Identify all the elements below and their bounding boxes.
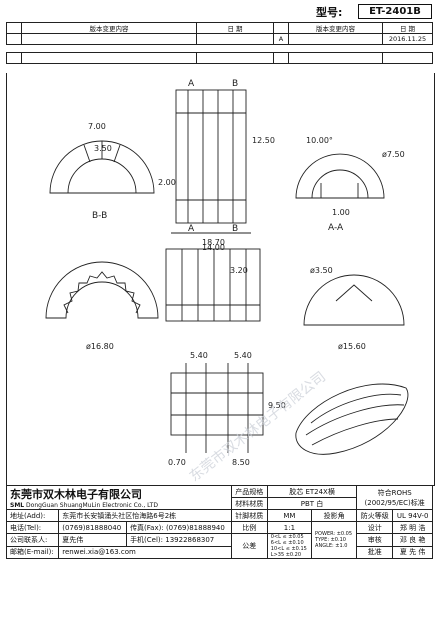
iso-view <box>295 383 409 455</box>
addr-label: 地址(Add): <box>5 509 60 522</box>
watermark: 东莞市双木林电子有限公司 <box>186 368 329 485</box>
scale-label: 比例 <box>230 521 268 534</box>
logo-text: SML <box>10 502 25 509</box>
rohs2: (2002/95/EC)标准 <box>364 498 425 507</box>
review-value: 邓 良 艳 <box>392 533 433 547</box>
rev-col-date2: 日 期 <box>382 22 433 34</box>
revision-table: 版本变更内容 日 期 版本变更内容 日 期 A 2016.11.25 <box>6 22 433 45</box>
model-value: ET-2401B <box>358 4 432 19</box>
product-label: 产品规格 <box>230 485 268 498</box>
approve-value: 夏 先 伟 <box>392 545 433 559</box>
rohs1: 符合ROHS <box>377 488 412 497</box>
dim-850: 8.50 <box>232 458 250 467</box>
unit-label: 针脚材质 <box>230 509 268 522</box>
dim-100: 1.00 <box>332 208 350 217</box>
label-a2: A <box>188 224 195 234</box>
rev-col-content2: 版本变更内容 <box>288 22 383 34</box>
dim-750: ø7.50 <box>382 150 405 159</box>
dim-070: 0.70 <box>168 458 186 467</box>
label-b1: B <box>232 79 238 89</box>
label-bb: B-B <box>92 211 107 221</box>
rev-date-value: 2016.11.25 <box>382 33 433 45</box>
gear-ring <box>45 261 159 319</box>
dim-700: 7.00 <box>88 122 106 131</box>
fire-label: 防火等级 <box>356 509 394 522</box>
dim-1680: ø16.80 <box>86 342 114 351</box>
mid-right-ring <box>303 274 405 326</box>
view-aa-ring <box>295 153 385 199</box>
fax-label: 传真(Fax): <box>130 523 164 532</box>
fax-block: 传真(Fax): (0769)81888940 <box>126 521 232 534</box>
mobile-label: 手机(Cel): <box>130 535 164 544</box>
dim-1870: 18.70 <box>202 238 225 247</box>
bottom-view-frame <box>170 372 264 436</box>
contact-value: 夏先伟 <box>58 533 128 547</box>
dim-1250: 12.50 <box>252 136 275 145</box>
label-b2: B <box>232 224 238 234</box>
scale-value: 1:1 <box>266 521 313 534</box>
dim-1000: 10.00° <box>306 136 333 145</box>
company-en: DongGuan ShuangMuLin Electronic Co., LTD <box>26 502 158 509</box>
approve-label: 批准 <box>356 545 394 559</box>
model-header: 型号: ET-2401B <box>316 4 433 19</box>
dim-320: 3.20 <box>230 266 248 275</box>
company-block: 东莞市双木林电子有限公司 SML DongGuan ShuangMuLin El… <box>6 485 232 510</box>
side-view-frame <box>175 89 247 224</box>
dim-1400: 14.00 <box>202 243 225 252</box>
dim-350b: ø3.50 <box>310 266 333 275</box>
material-label: 材料材质 <box>230 497 268 510</box>
technical-drawing: B-B A-A A A B B 7.00 3.50 12.50 2.00 18.… <box>45 79 409 485</box>
dim-1560: ø15.60 <box>338 342 366 351</box>
dim-200: 2.00 <box>158 178 176 187</box>
fax-value: (0769)81888940 <box>165 523 225 532</box>
dim-540a: 5.40 <box>190 351 208 360</box>
mid-view-frame <box>165 248 261 322</box>
mobile-value: 13922868307 <box>165 535 215 544</box>
email-label: 邮箱(E-mail): <box>5 545 60 559</box>
rev-col-content: 版本变更内容 <box>21 22 197 34</box>
product-value: 胶芯 ET24X横 <box>266 485 358 498</box>
addr-value: 东莞市长安镇涌头社区怡海路6号2栋 <box>58 509 232 522</box>
model-label: 型号: <box>316 6 343 19</box>
design-value: 郑 明 浩 <box>392 521 433 534</box>
design-label: 设计 <box>356 521 394 534</box>
tol-list: 0<L ≤ ±0.05 6<L ≤ ±0.10 10<L ≤ ±0.15 L>3… <box>266 533 313 559</box>
label-a1: A <box>188 79 195 89</box>
dim-350: 3.50 <box>94 144 112 153</box>
label-aa: A-A <box>328 223 344 233</box>
tel-value: (0769)81888040 <box>58 521 128 534</box>
rev-col-date: 日 期 <box>196 22 274 34</box>
fire-value: UL 94V-0 <box>392 509 433 522</box>
dim-950: 9.50 <box>268 401 286 410</box>
tolerance-block: POWER: ±0.05 TYPE: ±0.10 ANGLE: ±1.0 <box>311 521 358 559</box>
tel-label: 电话(Tel): <box>5 521 60 534</box>
company-cn: 东莞市双木林电子有限公司 <box>10 488 142 501</box>
mobile-block: 手机(Cel): 13922868307 <box>126 533 232 547</box>
title-block: 东莞市双木林电子有限公司 SML DongGuan ShuangMuLin El… <box>5 485 433 559</box>
dim-540b: 5.40 <box>234 351 252 360</box>
email-value: renwei.xia@163.com <box>58 545 232 559</box>
rev-ver: A <box>273 33 289 45</box>
draft-label: 投影角 <box>311 509 358 522</box>
review-label: 审核 <box>356 533 394 547</box>
unit-value: MM <box>266 509 313 522</box>
contact-label: 公司联系人: <box>5 533 60 547</box>
material-value: PBT 白 <box>266 497 358 510</box>
revision-table-2 <box>6 52 433 64</box>
view-bb-ring <box>49 140 155 194</box>
tol-hdr: 公差 <box>230 533 268 559</box>
